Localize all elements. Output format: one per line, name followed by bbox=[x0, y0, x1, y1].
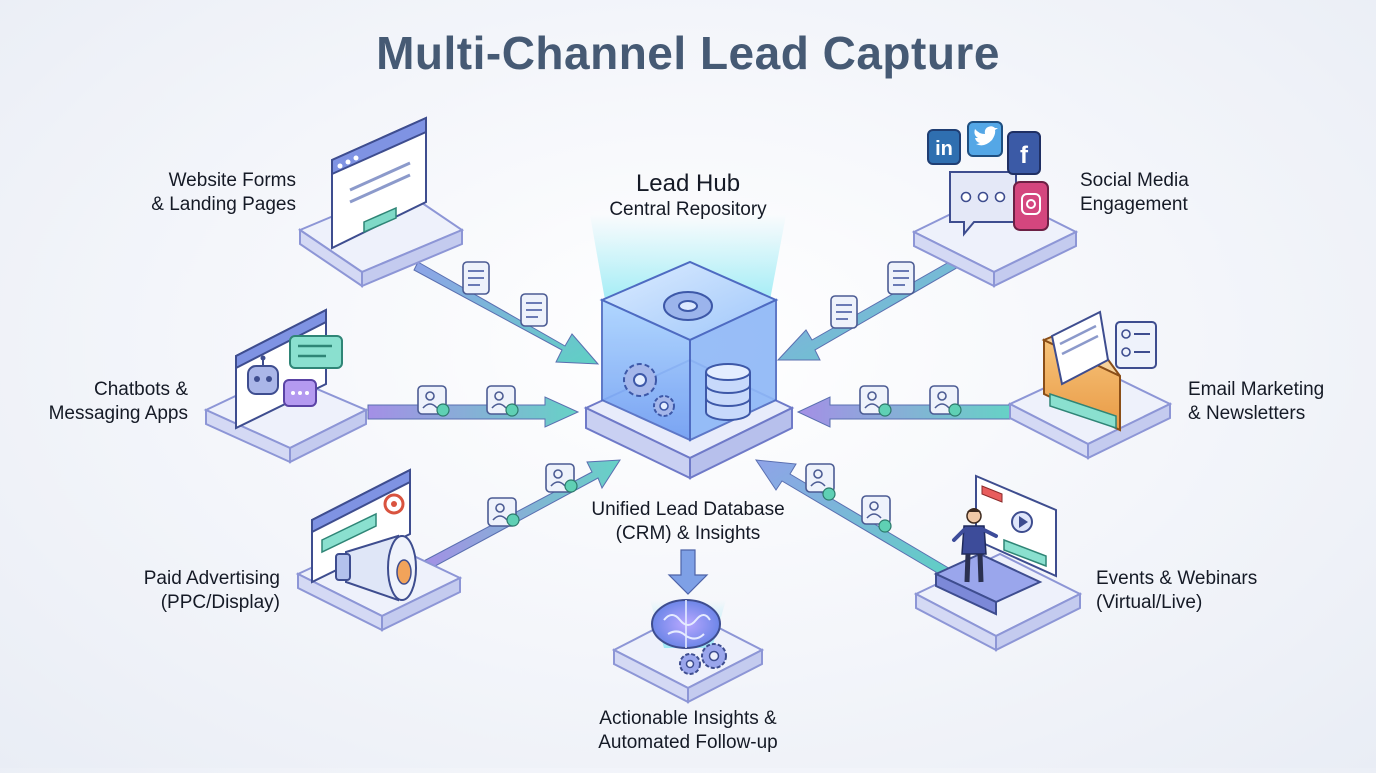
contact-check-icon bbox=[417, 385, 450, 417]
linkedin-icon: in bbox=[927, 129, 961, 165]
outcome-label-line: Actionable Insights & bbox=[599, 708, 777, 729]
brain-icon bbox=[651, 599, 721, 649]
svg-text:in: in bbox=[935, 138, 953, 160]
contact-check-icon bbox=[929, 385, 962, 417]
arrow-hub-to-insights bbox=[667, 549, 709, 595]
lead-hub-cube bbox=[583, 215, 795, 480]
lead-card-icon bbox=[887, 261, 915, 295]
arrow-email-to-hub bbox=[796, 396, 1011, 428]
envelope-icon bbox=[1041, 310, 1121, 432]
channel-label-events: Events & Webinars (Virtual/Live) bbox=[1096, 567, 1296, 615]
twitter-icon bbox=[967, 121, 1003, 157]
outcome-label-line: Automated Follow-up bbox=[598, 732, 778, 753]
social-media-icon bbox=[949, 171, 1017, 237]
hub-title: Lead Hub bbox=[635, 170, 741, 197]
lead-card-icon bbox=[830, 295, 858, 329]
channel-label-line: Website Forms bbox=[168, 170, 296, 191]
database-label-line: Unified Lead Database bbox=[591, 499, 785, 520]
chatbot-icon bbox=[235, 308, 343, 430]
gear-icon bbox=[623, 363, 675, 417]
channel-label-website: Website Forms & Landing Pages bbox=[96, 169, 296, 217]
facebook-icon: f bbox=[1007, 131, 1041, 175]
channel-label-line: (PPC/Display) bbox=[160, 592, 280, 613]
outcome-label: Actionable Insights & Automated Follow-u… bbox=[558, 707, 818, 755]
presenter-icon bbox=[952, 508, 998, 583]
channel-label-line: Engagement bbox=[1080, 194, 1188, 215]
channel-label-line: Paid Advertising bbox=[143, 568, 280, 589]
database-label-line: (CRM) & Insights bbox=[615, 523, 761, 544]
contact-check-icon bbox=[487, 497, 520, 527]
hub-subtitle: Central Repository bbox=[609, 199, 767, 220]
channel-label-line: Email Marketing bbox=[1188, 379, 1325, 400]
channel-label-line: Chatbots & bbox=[94, 379, 188, 400]
arrow-events-to-hub bbox=[754, 459, 953, 579]
channel-label-line: Events & Webinars bbox=[1096, 568, 1258, 589]
svg-text:f: f bbox=[1020, 142, 1029, 169]
stage-platform bbox=[933, 552, 1043, 616]
hub-label: Lead Hub Central Repository bbox=[568, 170, 808, 222]
channel-label-line: & Newsletters bbox=[1188, 403, 1306, 424]
instagram-icon bbox=[1013, 181, 1049, 231]
channel-label-line: Social Media bbox=[1080, 170, 1189, 191]
channel-label-line: & Landing Pages bbox=[151, 194, 296, 215]
contact-check-icon bbox=[545, 463, 578, 493]
arrow-website-to-hub bbox=[413, 261, 600, 365]
channel-label-chatbots: Chatbots & Messaging Apps bbox=[20, 378, 188, 426]
megaphone-icon bbox=[311, 468, 417, 602]
channel-label-line: (Virtual/Live) bbox=[1096, 592, 1203, 613]
page-title: Multi-Channel Lead Capture bbox=[376, 27, 1000, 79]
contact-check-icon bbox=[859, 385, 892, 417]
contact-check-icon bbox=[861, 495, 892, 533]
channel-label-social: Social Media Engagement bbox=[1080, 169, 1280, 217]
gear-icon bbox=[663, 291, 713, 321]
lead-card-icon bbox=[520, 293, 548, 327]
contact-check-icon bbox=[486, 385, 519, 417]
arrow-social-to-hub bbox=[776, 257, 961, 361]
arrow-chatbots-to-hub bbox=[367, 396, 580, 428]
channel-label-email: Email Marketing & Newsletters bbox=[1188, 378, 1358, 426]
database-icon bbox=[705, 363, 751, 421]
contact-check-icon bbox=[805, 463, 836, 501]
lead-card-icon bbox=[462, 261, 490, 295]
contact-card-icon bbox=[1115, 321, 1157, 369]
website-platform bbox=[297, 186, 465, 288]
channel-label-paid: Paid Advertising (PPC/Display) bbox=[80, 567, 280, 615]
gear-icon bbox=[679, 643, 727, 675]
browser-form-icon bbox=[331, 116, 427, 250]
database-label: Unified Lead Database (CRM) & Insights bbox=[558, 498, 818, 546]
channel-label-line: Messaging Apps bbox=[48, 403, 188, 424]
